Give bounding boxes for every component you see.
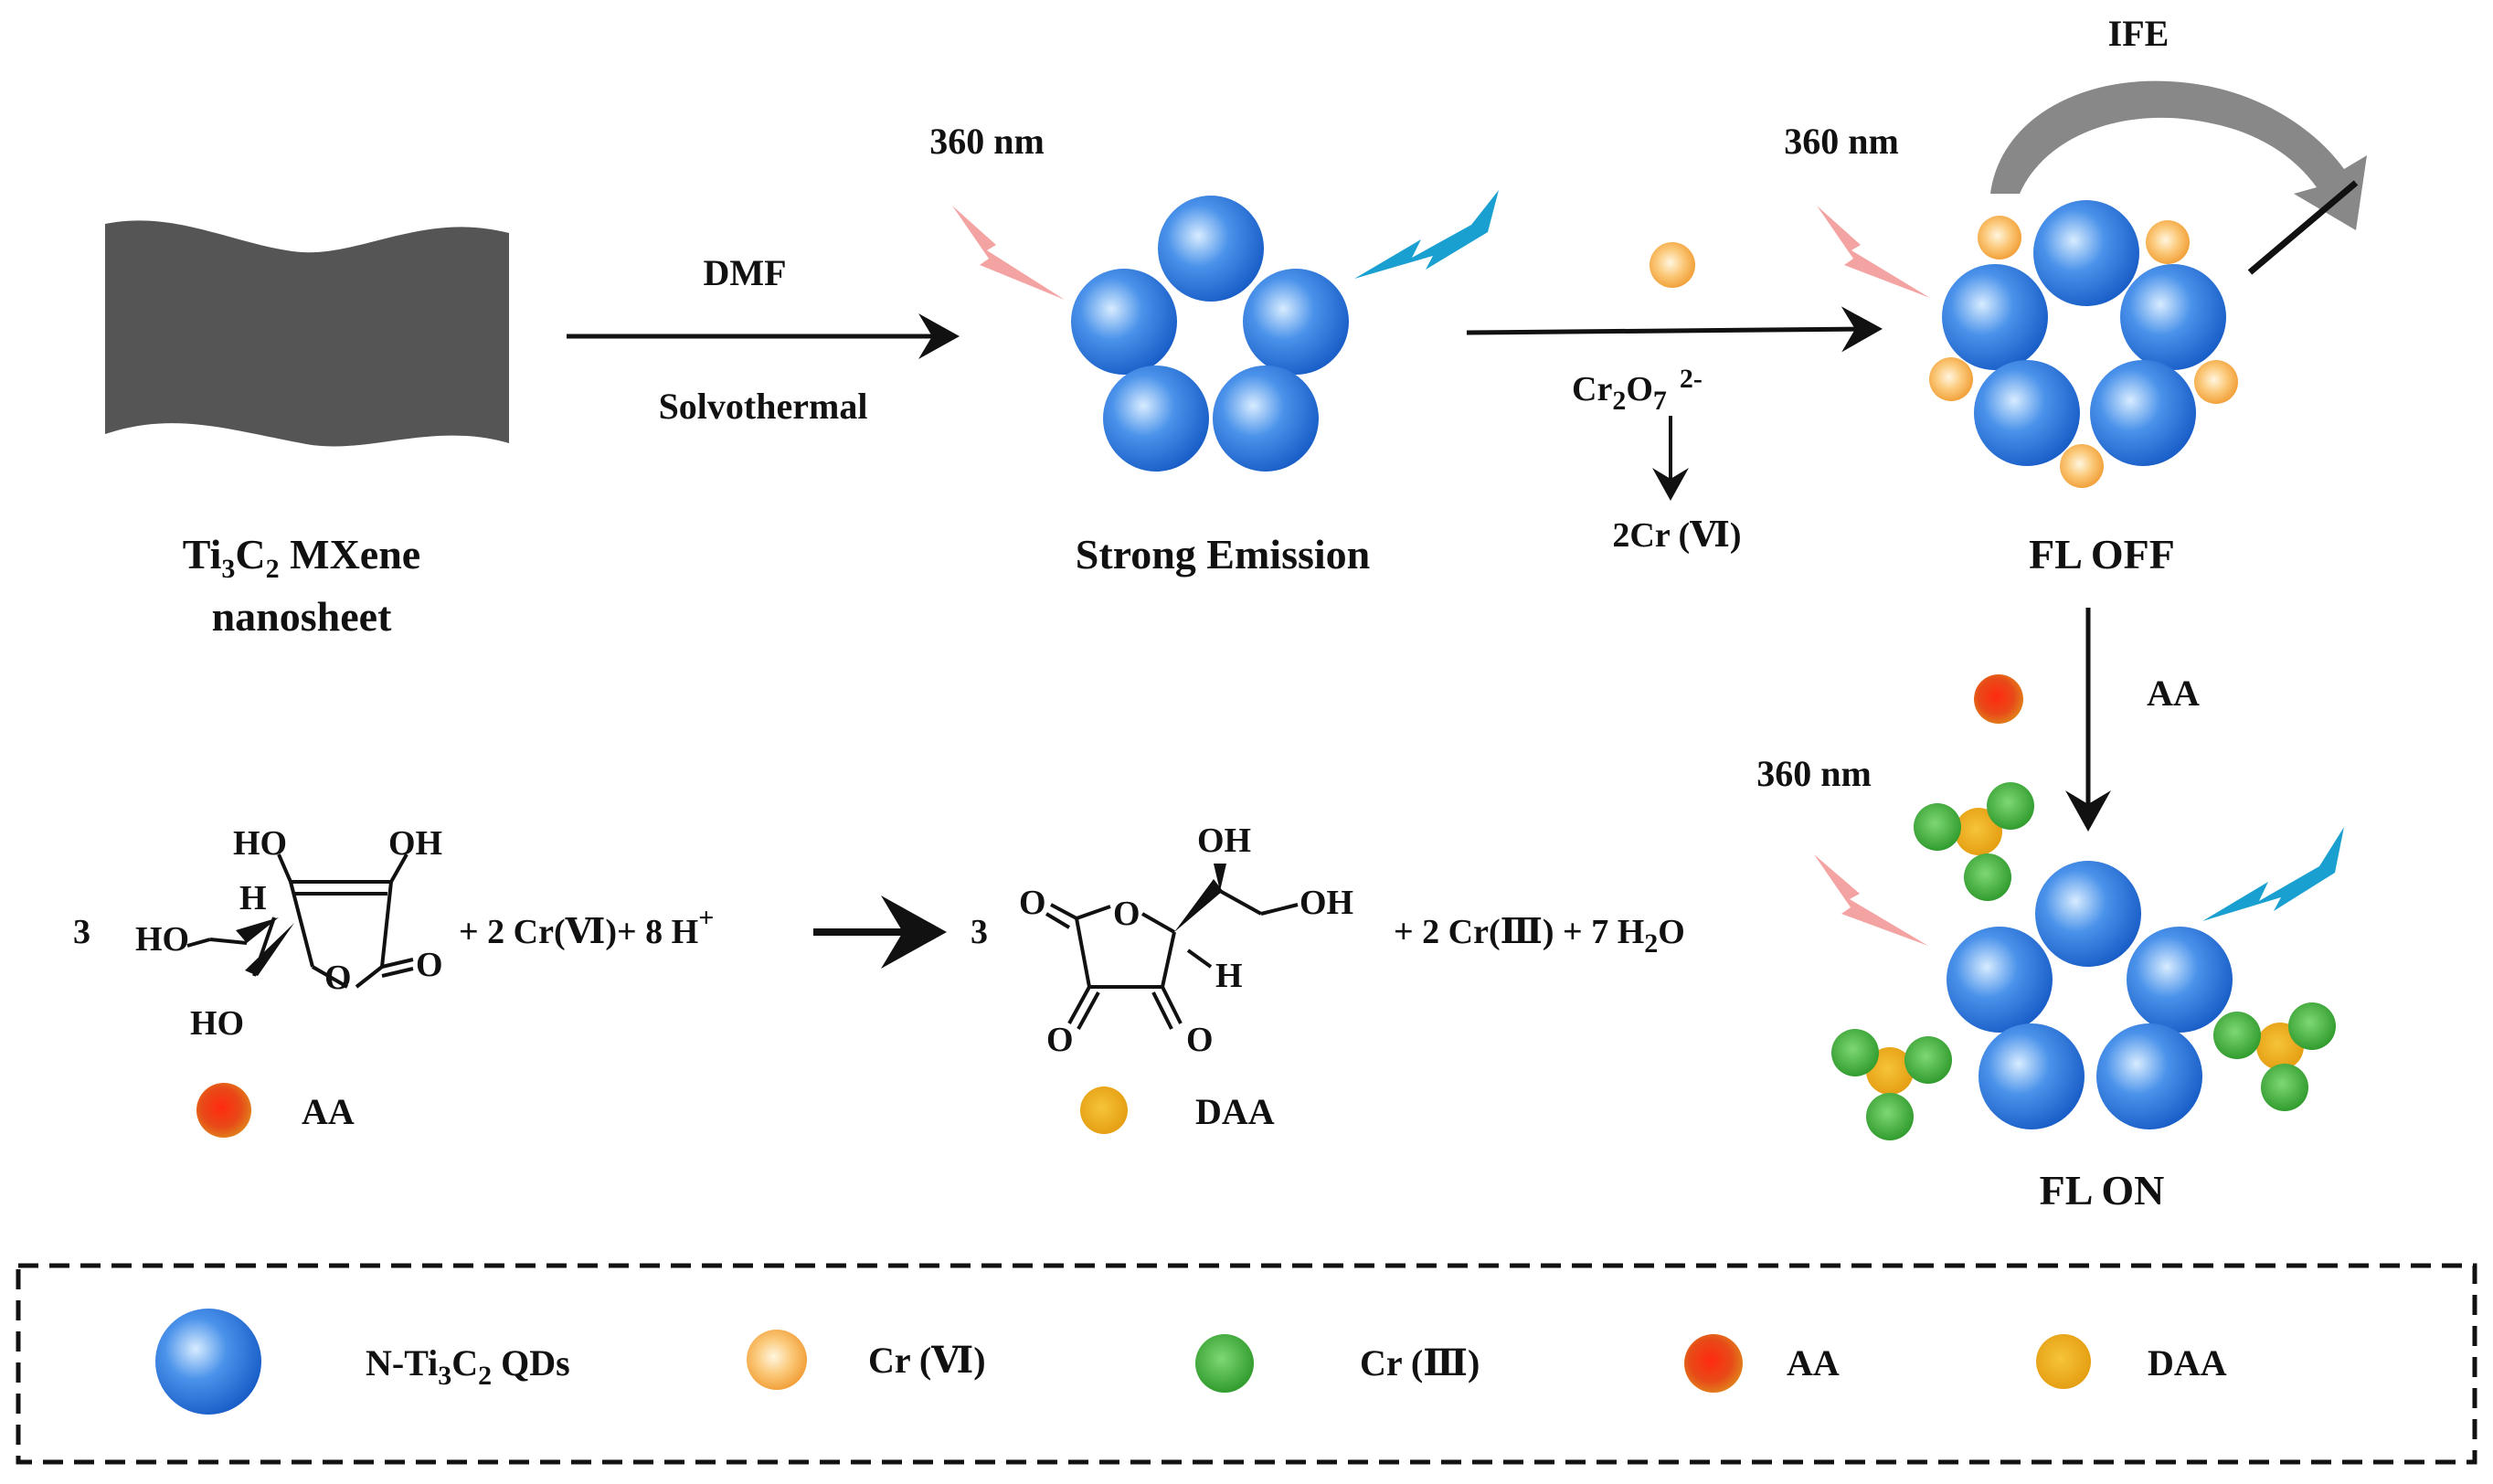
- aa-name-label: AA: [302, 1091, 355, 1132]
- daa-h: H: [1215, 957, 1243, 995]
- excitation-wavelength-3: 360 nm: [1756, 753, 1872, 794]
- dehydroascorbic-acid-structure: [1045, 889, 1299, 1030]
- daa-wedge-bond: [1174, 879, 1223, 932]
- legend-aa-icon: [1684, 1334, 1743, 1393]
- aa-ho-top: HO: [233, 824, 287, 863]
- aa-ho-bottom: HO: [190, 1004, 244, 1043]
- cr3-daa-complex-left: [1831, 1029, 1952, 1140]
- daa-name-label: DAA: [1195, 1091, 1275, 1132]
- excitation-bolt-1-icon: [952, 206, 1065, 300]
- emission-bolt-2-icon: [2202, 827, 2344, 921]
- ascorbic-acid-structure: [186, 853, 414, 989]
- qd-cluster-strong: [1071, 196, 1349, 472]
- ife-curved-arrow: [1990, 80, 2367, 231]
- legend-qd-icon: [155, 1309, 261, 1415]
- product-coefficient: 3: [971, 913, 988, 951]
- daa-ring-o: O: [1113, 895, 1140, 933]
- aa-marker-icon: [196, 1083, 251, 1138]
- cr3-daa-complex-right: [2213, 1002, 2336, 1111]
- daa-oh-side: OH: [1300, 884, 1353, 922]
- mxene-sheet: [105, 220, 509, 447]
- aa-wedge-bond-2: [245, 923, 294, 976]
- aa-wedge-bond: [236, 917, 279, 943]
- reactant-coefficient: 3: [73, 913, 90, 951]
- excitation-wavelength-2: 360 nm: [1784, 121, 1899, 162]
- blocked-emission-bar: [2247, 180, 2359, 275]
- solvothermal-label: Solvothermal: [659, 386, 868, 427]
- excitation-wavelength-1: 360 nm: [929, 121, 1045, 162]
- quench-arrow: [1466, 306, 1883, 353]
- aa-ho-side: HO: [135, 920, 189, 959]
- qd-cluster-off: [1942, 200, 2226, 466]
- legend-box: [16, 1263, 2477, 1465]
- cr6-adsorbed: [1929, 216, 2238, 488]
- strong-emission-label: Strong Emission: [1076, 531, 1371, 578]
- fl-on-label: FL ON: [2040, 1167, 2165, 1214]
- legend-cr3-label: Cr (Ⅲ): [1360, 1342, 1480, 1383]
- legend-aa-label: AA: [1787, 1342, 1840, 1383]
- daa-marker-icon: [1080, 1086, 1128, 1134]
- mxene-label-line2: nanosheet: [212, 593, 392, 640]
- daa-oh-top: OH: [1197, 822, 1251, 860]
- aa-keto-o: O: [416, 946, 443, 984]
- legend-qd-label: N-Ti3C2 QDs: [366, 1342, 570, 1391]
- aa-oh-top: OH: [388, 824, 442, 863]
- cr6-product-label: 2Cr (Ⅵ): [1612, 516, 1741, 555]
- excitation-bolt-3-icon: [1814, 854, 1928, 946]
- dichromate-label: Cr2O72-: [1572, 364, 1703, 416]
- daa-o-bottom-1: O: [1046, 1021, 1074, 1059]
- fl-off-label: FL OFF: [2029, 531, 2175, 578]
- aa-ring-o: O: [324, 959, 352, 997]
- reactants-cr-h: + 2 Cr(Ⅵ)+ 8 H+: [459, 903, 714, 951]
- products-cr3-water: + 2 Cr(Ⅲ) + 7 H2O: [1394, 913, 1685, 959]
- emission-bolt-1-icon: [1354, 190, 1499, 279]
- daa-o-bottom-2: O: [1186, 1021, 1214, 1059]
- legend-daa-label: DAA: [2148, 1342, 2227, 1383]
- excitation-bolt-2-icon: [1817, 206, 1930, 298]
- legend-cr6-label: Cr (Ⅵ): [868, 1340, 986, 1381]
- qd-cluster-on: [1947, 861, 2233, 1129]
- ife-label: IFE: [2108, 13, 2169, 54]
- legend-cr6-icon: [747, 1330, 807, 1390]
- legend-cr3-icon: [1195, 1334, 1254, 1393]
- daa-o-left: O: [1019, 884, 1046, 922]
- aa-arrow-label: AA: [2147, 673, 2200, 714]
- dmf-label: DMF: [703, 252, 786, 293]
- aa-h: H: [239, 879, 267, 917]
- daa-wedge-bond-2: [1214, 864, 1226, 891]
- cr3-daa-complex-top: [1914, 782, 2034, 901]
- cr6-ion-icon: [1650, 242, 1695, 288]
- mxene-label-line1: Ti3C2 MXene: [183, 531, 420, 584]
- aa-molecule-icon: [1974, 674, 2023, 724]
- legend-daa-icon: [2036, 1334, 2091, 1389]
